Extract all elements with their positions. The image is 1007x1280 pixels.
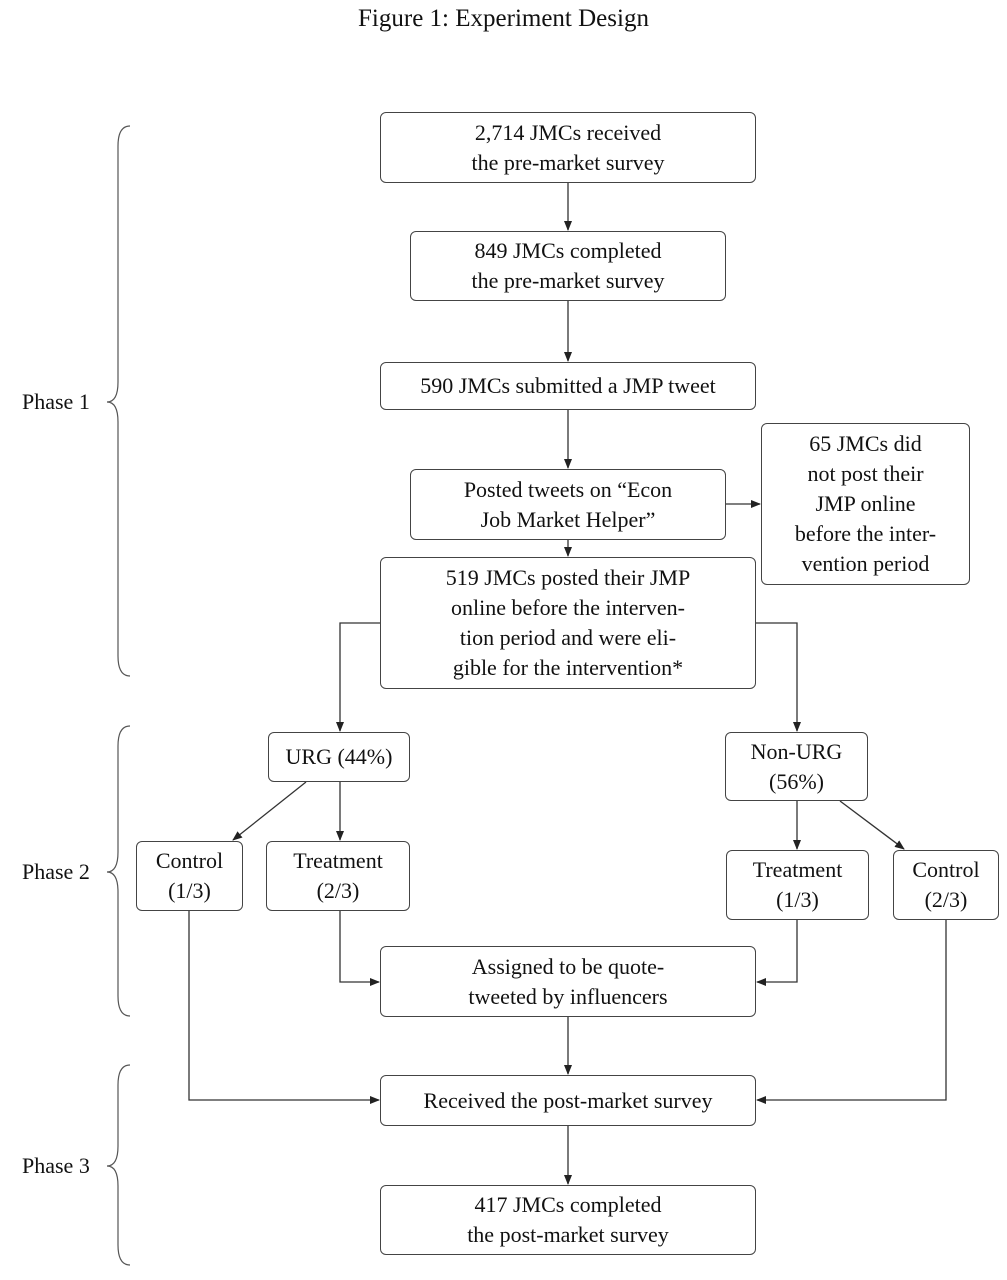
received-pre-survey-text: 2,714 JMCs received the pre-market surve… <box>471 119 665 175</box>
urg-treatment-box: Treatment (2/3) <box>266 841 410 911</box>
did-not-post-box: 65 JMCs did not post their JMP online be… <box>761 423 970 585</box>
received-pre-survey-box: 2,714 JMCs received the pre-market surve… <box>380 112 756 183</box>
non-urg-control-text: Control (2/3) <box>912 857 980 912</box>
completed-post-survey-text: 417 JMCs completed the post-market surve… <box>467 1192 669 1247</box>
phase1-label: Phase 1 <box>22 389 90 414</box>
phase3-label: Phase 3 <box>22 1153 90 1178</box>
non-urg-text: Non-URG (56%) <box>750 738 843 794</box>
non-urg-treatment-box: Treatment (1/3) <box>726 850 869 920</box>
urg-text: URG (44%) <box>285 744 393 769</box>
urg-treatment-text: Treatment (2/3) <box>293 848 383 903</box>
arrow-urg-to-control <box>232 781 307 841</box>
urg-box: URG (44%) <box>268 732 410 782</box>
did-not-post-text: 65 JMCs did not post their JMP online be… <box>794 431 937 576</box>
assigned-text: Assigned to be quote- tweeted by influen… <box>468 953 668 1009</box>
completed-pre-survey-box: 849 JMCs completed the pre-market survey <box>410 231 726 301</box>
submitted-tweet-text: 590 JMCs submitted a JMP tweet <box>420 373 716 398</box>
phase2-label: Phase 2 <box>22 859 90 884</box>
urg-control-box: Control (1/3) <box>136 841 243 911</box>
phase1-brace <box>106 125 131 677</box>
arrow-eligible-to-urg <box>336 622 380 732</box>
posted-tweets-text: Posted tweets on “Econ Job Market Helper… <box>463 476 673 532</box>
urg-control-text: Control (1/3) <box>155 848 224 903</box>
assigned-box: Assigned to be quote- tweeted by influen… <box>380 946 756 1017</box>
completed-post-survey-box: 417 JMCs completed the post-market surve… <box>380 1185 756 1255</box>
phase2-brace <box>106 725 131 1017</box>
received-post-survey-box: Received the post-market survey <box>380 1075 756 1126</box>
non-urg-box: Non-URG (56%) <box>725 732 868 801</box>
submitted-tweet-box: 590 JMCs submitted a JMP tweet <box>380 362 756 410</box>
arrow-eligible-to-nonurg <box>756 622 801 732</box>
completed-pre-survey-text: 849 JMCs completed the pre-market survey <box>471 238 665 293</box>
eligible-box: 519 JMCs posted their JMP online before … <box>380 557 756 689</box>
arrow-nonurgcontrol-to-receivedpost <box>756 920 947 1104</box>
figure-title: Figure 1: Experiment Design <box>358 5 649 32</box>
eligible-text: 519 JMCs posted their JMP online before … <box>445 565 691 680</box>
phase3-brace <box>106 1064 131 1266</box>
posted-tweets-box: Posted tweets on “Econ Job Market Helper… <box>410 469 726 540</box>
non-urg-control-box: Control (2/3) <box>893 850 999 920</box>
arrow-nonurgtreat-to-assigned <box>756 920 798 986</box>
non-urg-treatment-text: Treatment (1/3) <box>752 857 843 912</box>
arrow-nonurg-to-control <box>839 800 905 850</box>
arrow-urgtreat-to-assigned <box>339 911 380 986</box>
arrow-urgcontrol-to-receivedpost <box>188 911 380 1104</box>
received-post-survey-text: Received the post-market survey <box>423 1087 713 1113</box>
